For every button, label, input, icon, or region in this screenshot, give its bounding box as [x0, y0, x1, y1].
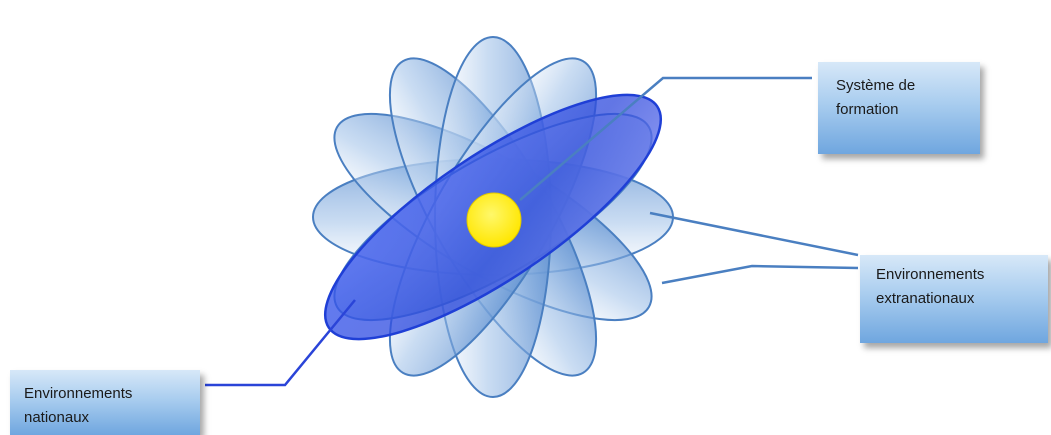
- label-nat-line1: Environnements: [24, 382, 190, 406]
- label-environnements-extranationaux: Environnements extranationaux: [860, 255, 1048, 343]
- label-systeme-line2: formation: [836, 98, 970, 122]
- core-circle: [467, 193, 521, 247]
- label-extra-line2: extranationaux: [876, 287, 1038, 311]
- connector-extra-upper: [650, 213, 858, 255]
- connector-extra-lower: [662, 266, 858, 283]
- label-extra-line1: Environnements: [876, 263, 1038, 287]
- label-environnements-nationaux: Environnements nationaux: [10, 370, 200, 435]
- label-nat-line2: nationaux: [24, 406, 190, 430]
- label-systeme-de-formation: Système de formation: [818, 62, 980, 154]
- label-systeme-line1: Système de: [836, 74, 970, 98]
